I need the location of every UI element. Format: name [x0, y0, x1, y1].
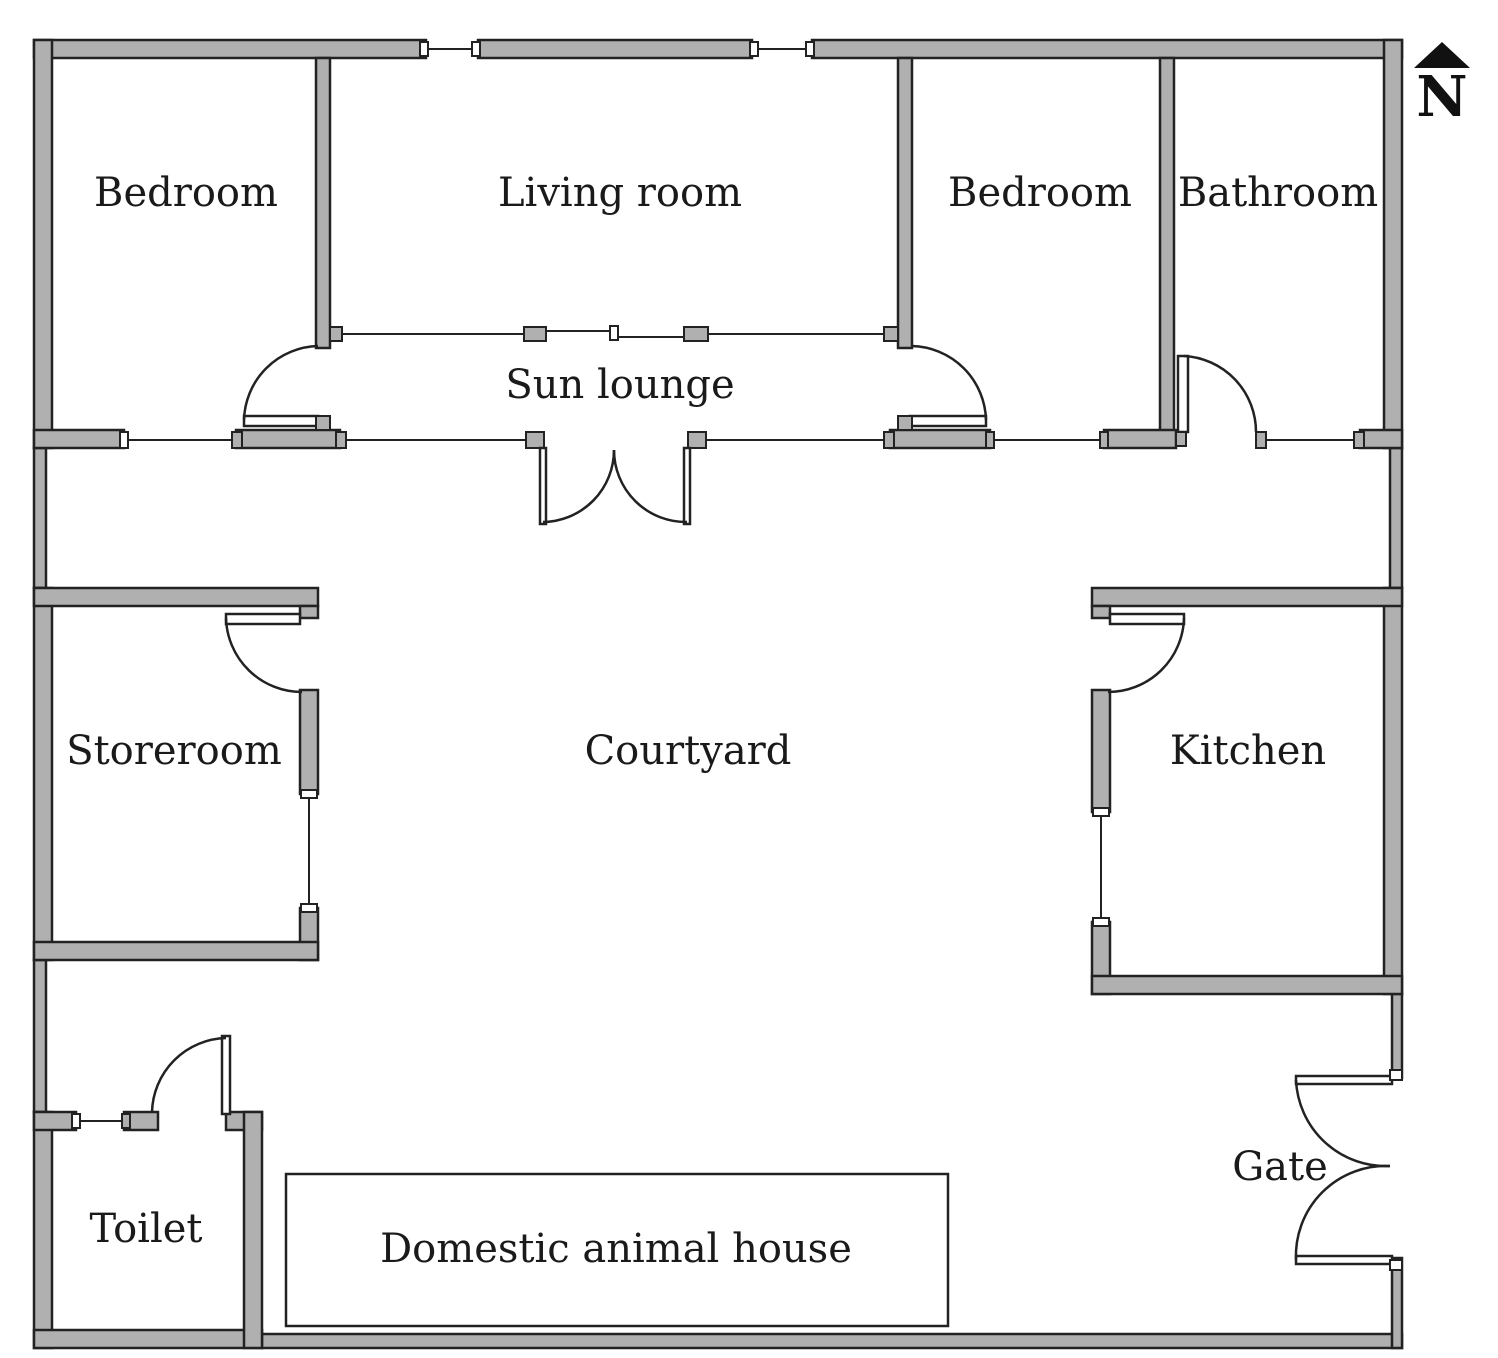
north-arrow-icon [1414, 42, 1470, 68]
outer-walls [32, 38, 1404, 1350]
gate-double-door [1294, 1069, 1403, 1271]
sun-lounge-label: Sun lounge [505, 362, 734, 408]
bedroom-east-label: Bedroom [948, 170, 1132, 216]
sun-lounge-glazing [119, 431, 1365, 449]
bathroom-door [1175, 354, 1258, 447]
kitchen-walls [1090, 586, 1404, 996]
gate-label: Gate [1232, 1144, 1328, 1190]
storeroom-walls [32, 586, 320, 962]
north-windows [419, 41, 815, 57]
toilet-walls [32, 1034, 264, 1350]
bathroom-label: Bathroom [1178, 170, 1378, 216]
bedroom-west-door [242, 344, 331, 431]
bedroom-east-door [897, 344, 988, 431]
courtyard-label: Courtyard [585, 728, 792, 774]
toilet-label: Toilet [90, 1206, 203, 1252]
sun-lounge-double-door [538, 446, 692, 526]
compass-label: N [1416, 64, 1467, 130]
domestic-animal-house-label: Domestic animal house [380, 1226, 852, 1272]
bedroom-west-label: Bedroom [94, 170, 278, 216]
kitchen-label: Kitchen [1170, 728, 1326, 774]
living-room-glazing [329, 325, 899, 342]
living-room-label: Living room [498, 170, 742, 216]
domestic-animal-house-outline [284, 1172, 950, 1328]
storeroom-label: Storeroom [66, 728, 282, 774]
